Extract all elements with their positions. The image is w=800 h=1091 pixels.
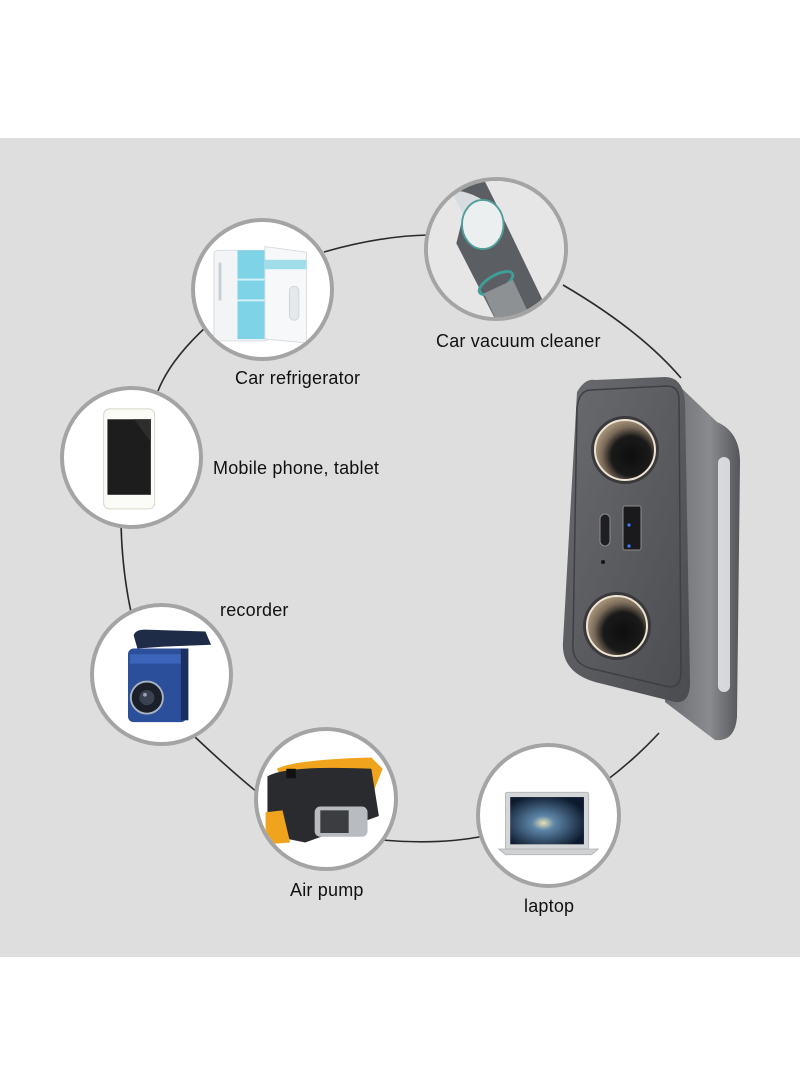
device-circle-mobile-phone xyxy=(60,386,203,529)
car-charger-splitter xyxy=(555,372,745,744)
label-air-pump: Air pump xyxy=(290,880,364,900)
device-circle-car-refrigerator xyxy=(191,218,334,361)
device-circle-car-vacuum-cleaner xyxy=(424,177,568,321)
dash-cam-recorder-icon xyxy=(127,629,212,723)
label-car-refrigerator: Car refrigerator xyxy=(235,368,361,388)
mobile-phone-icon xyxy=(103,408,156,510)
vacuum-cleaner-icon xyxy=(428,181,564,317)
label-car-vacuum-cleaner: Car vacuum cleaner xyxy=(436,331,601,351)
air-pump-icon xyxy=(265,757,383,845)
refrigerator-icon xyxy=(213,246,307,344)
car-charger-product-icon xyxy=(562,377,740,741)
label-recorder: recorder xyxy=(220,600,289,620)
device-circle-air-pump xyxy=(254,727,398,871)
label-mobile-phone-tablet: Mobile phone, tablet xyxy=(213,458,380,478)
device-circle-laptop xyxy=(476,743,621,888)
device-circle-recorder xyxy=(90,603,233,746)
label-laptop: laptop xyxy=(524,896,575,916)
laptop-icon xyxy=(497,791,600,856)
